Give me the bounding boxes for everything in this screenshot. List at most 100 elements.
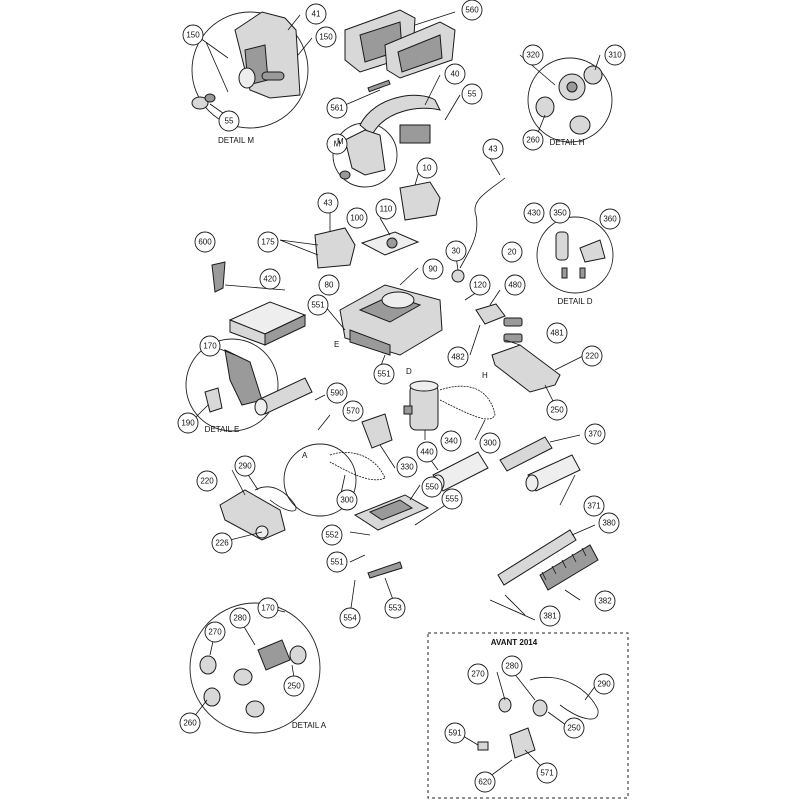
callout-number: 290 [597, 680, 611, 689]
callout-290: 290 [593, 673, 615, 695]
callout-420: 420 [259, 268, 281, 290]
callout-bubble [315, 26, 337, 48]
callout-bubble [474, 771, 496, 793]
motor-340 [403, 380, 439, 431]
callout-number: 55 [468, 90, 477, 99]
callout-M: M [326, 133, 348, 155]
callout-bubble [441, 488, 463, 510]
brush-380 [497, 529, 577, 586]
callout-bubble [461, 83, 483, 105]
callout-number: 226 [215, 539, 229, 548]
callout-260: 260 [522, 129, 544, 151]
callout-bubble [522, 44, 544, 66]
callout-number: 482 [451, 353, 465, 362]
callout-number: 250 [550, 406, 564, 415]
callout-bubble [501, 241, 523, 263]
callout-551: 551 [307, 294, 329, 316]
callout-number: 350 [553, 209, 567, 218]
callout-number: 590 [330, 389, 344, 398]
callout-175: 175 [257, 231, 279, 253]
callout-120: 120 [469, 274, 491, 296]
detail-m-circle [191, 11, 309, 129]
callout-number: 290 [238, 462, 252, 471]
callout-number: 340 [444, 437, 458, 446]
callout-number: 43 [489, 145, 498, 154]
callout-270: 270 [204, 621, 226, 643]
callout-bubble [234, 455, 256, 477]
callout-number: 120 [473, 281, 487, 290]
detail-e-circle [185, 338, 279, 432]
callout-561: 561 [326, 97, 348, 119]
callout-bubble [479, 432, 501, 454]
callout-number: 30 [452, 247, 461, 256]
part-190 [204, 387, 223, 413]
callout-370: 370 [584, 423, 606, 445]
callout-number: 300 [483, 439, 497, 448]
callout-number: 41 [312, 10, 321, 19]
callout-bubble [182, 24, 204, 46]
callout-number: 110 [380, 205, 393, 214]
callout-600: 600 [194, 231, 216, 253]
callout-110: 110 [375, 198, 397, 220]
callout-430: 430 [523, 202, 545, 224]
callout-bubble [204, 621, 226, 643]
callout-bubble [444, 63, 466, 85]
callout-number: 20 [508, 248, 517, 257]
callout-number: 554 [343, 614, 357, 623]
callout-bubble [317, 192, 339, 214]
callout-250: 250 [546, 399, 568, 421]
callout-bubble [563, 717, 585, 739]
callout-20: 20 [501, 241, 523, 263]
callout-bubble [546, 399, 568, 421]
detail-m-label: DETAIL M [218, 136, 254, 145]
rod-381 [489, 599, 536, 621]
callout-43: 43 [482, 138, 504, 160]
callout-number: 553 [388, 604, 402, 613]
callout-bubble [218, 110, 240, 132]
callout-300: 300 [336, 489, 358, 511]
avant-2014-parts [477, 676, 599, 759]
source-letter-e: E [334, 340, 339, 349]
callout-bubble [536, 762, 558, 784]
callout-bubble [422, 258, 444, 280]
callout-bubble [549, 202, 571, 224]
callout-270: 270 [467, 663, 489, 685]
roller-sleeve-371 [525, 454, 581, 492]
callout-number: 170 [261, 604, 275, 613]
callout-bubble [257, 597, 279, 619]
callout-100: 100 [346, 207, 368, 229]
callout-number: 620 [478, 778, 492, 787]
roller-370 [499, 436, 553, 472]
callout-bubble [196, 470, 218, 492]
callout-555: 555 [441, 488, 463, 510]
callout-bubble [598, 512, 620, 534]
parts-480-481 [475, 303, 523, 343]
main-body-80 [339, 284, 443, 356]
callout-80: 80 [318, 274, 340, 296]
callout-41: 41 [305, 3, 327, 25]
callout-bubble [501, 655, 523, 677]
callout-bubble [305, 3, 327, 25]
callout-bubble [482, 138, 504, 160]
callout-number: 175 [261, 238, 275, 247]
callout-number: 570 [346, 407, 360, 416]
callout-number: 430 [527, 209, 541, 218]
callout-number: 100 [350, 214, 364, 223]
callout-bubble [416, 157, 438, 179]
callout-bubble [440, 430, 462, 452]
callout-bubble [283, 675, 305, 697]
callout-170: 170 [199, 335, 221, 357]
callout-360: 360 [599, 208, 621, 230]
callout-number: 360 [603, 215, 617, 224]
callout-30: 30 [445, 240, 467, 262]
callout-90: 90 [422, 258, 444, 280]
callout-number: 571 [540, 769, 554, 778]
callout-551: 551 [373, 363, 395, 385]
avant-2014-frame [427, 632, 629, 799]
side-plate-220-left [219, 489, 286, 541]
callout-340: 340 [440, 430, 462, 452]
callout-bubble [416, 441, 438, 463]
callout-number: 260 [183, 719, 197, 728]
callout-number: 550 [425, 483, 439, 492]
